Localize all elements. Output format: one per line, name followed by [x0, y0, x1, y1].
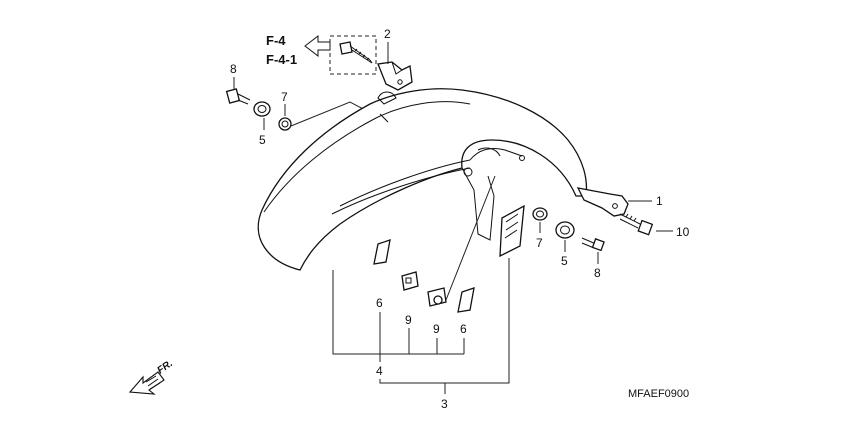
- rubber-cushion-right-icon: [427, 287, 447, 307]
- callout-1: 1: [656, 194, 663, 208]
- callout-7-right: 7: [536, 236, 543, 250]
- stay-bracket-icon: [576, 187, 629, 217]
- callout-2: 2: [384, 27, 391, 41]
- group-3-bracket: [379, 258, 510, 384]
- cushion-tape-left-icon: [373, 239, 391, 265]
- group-4-bracket: [332, 270, 464, 355]
- callout-10: 10: [676, 225, 690, 239]
- callout-4: 4: [376, 364, 383, 378]
- callout-8-top: 8: [230, 62, 237, 76]
- collar-right-icon: [532, 207, 548, 221]
- leader-cushion-to-fender: [445, 175, 496, 301]
- bolt-right-icon: [581, 237, 605, 252]
- rubber-cushion-left-icon: [401, 271, 419, 291]
- ref-f4-1: F-4-1: [266, 52, 297, 67]
- callout-5-top: 5: [259, 133, 266, 147]
- grommet-top-icon: [253, 101, 271, 117]
- callout-3: 3: [441, 397, 448, 411]
- callout-7-top: 7: [281, 90, 288, 104]
- box-bolt-icon: [339, 41, 373, 64]
- front-fender: [257, 88, 588, 271]
- callout-6-right: 6: [460, 322, 467, 336]
- bracket-clamp-icon: [377, 61, 413, 91]
- callout-6-left: 6: [376, 296, 383, 310]
- callout-5-right: 5: [561, 254, 568, 268]
- reference-arrow-icon: [304, 34, 331, 58]
- flange-bolt-icon: [619, 213, 654, 236]
- bolt-reference-box: [329, 35, 377, 75]
- grommet-right-icon: [555, 221, 575, 239]
- front-direction-arrow-icon: [128, 371, 165, 395]
- ref-f4: F-4: [266, 33, 286, 48]
- fender-decal-icon: [499, 204, 525, 258]
- bolt-top-icon: [225, 88, 251, 105]
- diagram-code: MFAEF0900: [628, 388, 689, 400]
- callout-9-right: 9: [433, 322, 440, 336]
- callout-9-left: 9: [405, 313, 412, 327]
- cushion-tape-right-icon: [457, 287, 475, 313]
- callout-8-right: 8: [594, 266, 601, 280]
- collar-top-icon: [278, 117, 292, 131]
